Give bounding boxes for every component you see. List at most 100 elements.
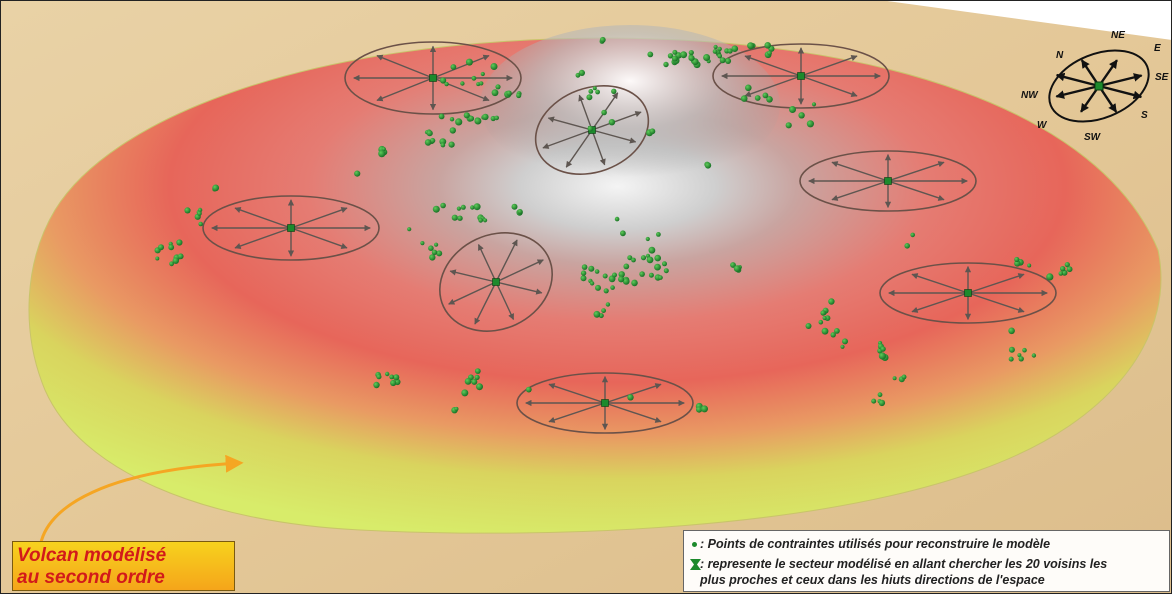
- constraint-point: [727, 48, 733, 54]
- constraint-point: [461, 389, 469, 397]
- constraint-point: [589, 281, 595, 286]
- sector-direction-arrow: [744, 55, 802, 77]
- constraint-point: [457, 215, 463, 221]
- constraint-point: [601, 109, 607, 116]
- constraint-point: [473, 203, 481, 211]
- compass-label-w: W: [1037, 120, 1048, 131]
- constraint-point: [451, 214, 458, 221]
- constraint-point: [840, 344, 845, 349]
- constraint-point: [506, 90, 512, 96]
- constraint-point: [725, 58, 732, 64]
- constraint-point: [478, 217, 484, 223]
- sector-ellipse-8: [516, 372, 694, 434]
- constraint-point: [491, 89, 499, 97]
- pointer-arrow: [38, 454, 244, 549]
- constraint-point: [373, 381, 380, 389]
- constraint-point: [830, 332, 836, 338]
- constraint-point: [618, 276, 625, 283]
- sector-direction-arrow: [234, 207, 292, 229]
- constraint-point: [663, 268, 669, 274]
- constraint-point: [381, 146, 386, 152]
- constraint-point: [440, 142, 446, 148]
- sector-center-marker: [797, 72, 805, 80]
- constraint-point: [595, 89, 600, 95]
- sector-direction-arrow: [495, 259, 544, 283]
- constraint-point: [198, 221, 203, 227]
- constraint-point: [471, 75, 477, 81]
- legend-item-sector-line-2: plus proches et ceux dans les hiuts dire…: [700, 573, 1045, 587]
- sector-direction-arrow: [290, 227, 348, 249]
- constraint-point: [390, 379, 397, 387]
- constraint-point: [878, 399, 886, 407]
- constraint-point: [603, 288, 609, 294]
- constraint-point: [511, 203, 518, 210]
- constraint-point: [426, 130, 433, 137]
- constraint-point: [428, 245, 434, 251]
- constraint-point: [631, 279, 638, 287]
- constraint-point: [672, 49, 678, 55]
- constraint-point: [389, 374, 395, 380]
- constraint-point: [580, 270, 587, 276]
- constraint-point: [654, 254, 661, 262]
- sector-direction-arrow: [911, 292, 969, 313]
- point-marker-icon: [692, 542, 697, 547]
- constraint-point: [592, 86, 597, 91]
- volcano-surface: [28, 37, 1162, 534]
- constraint-point: [733, 265, 741, 272]
- constraint-point: [454, 406, 459, 411]
- constraint-point: [599, 36, 606, 43]
- constraint-point: [719, 57, 726, 64]
- constraint-point: [464, 378, 472, 385]
- constraint-point: [439, 138, 447, 146]
- sector-direction-arrow: [449, 269, 497, 283]
- compass-arrow: [1098, 73, 1143, 88]
- constraint-point: [158, 244, 164, 251]
- constraint-point: [434, 242, 439, 247]
- sector-center-marker: [601, 399, 609, 407]
- constraint-point: [448, 141, 455, 148]
- sector-direction-arrow: [967, 273, 1025, 294]
- constraint-point: [197, 211, 202, 216]
- constraint-point: [1018, 356, 1024, 362]
- volcano-summit: [480, 25, 780, 185]
- constraint-point: [671, 55, 678, 62]
- constraint-point: [703, 54, 711, 61]
- constraint-point: [474, 374, 480, 380]
- constraint-point: [785, 122, 792, 129]
- constraint-point: [155, 256, 160, 261]
- sector-direction-arrow: [591, 129, 637, 144]
- constraint-point: [766, 96, 773, 103]
- sector-direction-arrow: [477, 243, 497, 283]
- constraint-point: [525, 386, 532, 393]
- caption-box: Volcan modélisé au second ordre: [12, 541, 235, 591]
- constraint-point: [696, 406, 703, 413]
- constraint-point: [1017, 353, 1022, 358]
- constraint-point: [614, 216, 620, 222]
- constraint-point: [828, 298, 835, 305]
- constraint-point: [495, 84, 501, 90]
- sector-ellipse-7: [879, 262, 1057, 324]
- constraint-point: [431, 249, 438, 255]
- sector-direction-arrow: [604, 402, 662, 423]
- constraint-point: [910, 232, 915, 238]
- sector-direction-arrow: [591, 129, 606, 166]
- sector-direction-arrow: [495, 239, 518, 283]
- constraint-point: [1046, 273, 1054, 281]
- constraint-point: [647, 51, 654, 58]
- sector-direction-arrow: [831, 161, 889, 182]
- constraint-point: [745, 84, 752, 92]
- constraint-point: [1031, 353, 1037, 358]
- constraint-point: [656, 232, 661, 237]
- sector-direction-arrow: [290, 207, 348, 229]
- sector-direction-arrow: [800, 55, 858, 77]
- constraint-point: [444, 81, 449, 87]
- constraint-point: [463, 112, 470, 119]
- constraint-point: [420, 241, 425, 246]
- constraint-point: [494, 115, 500, 121]
- sector-direction-arrow: [547, 116, 593, 131]
- constraint-point: [456, 206, 461, 211]
- constraint-point: [378, 150, 386, 158]
- constraint-point: [169, 261, 175, 267]
- constraint-point: [1027, 263, 1032, 268]
- constraint-point: [470, 205, 475, 210]
